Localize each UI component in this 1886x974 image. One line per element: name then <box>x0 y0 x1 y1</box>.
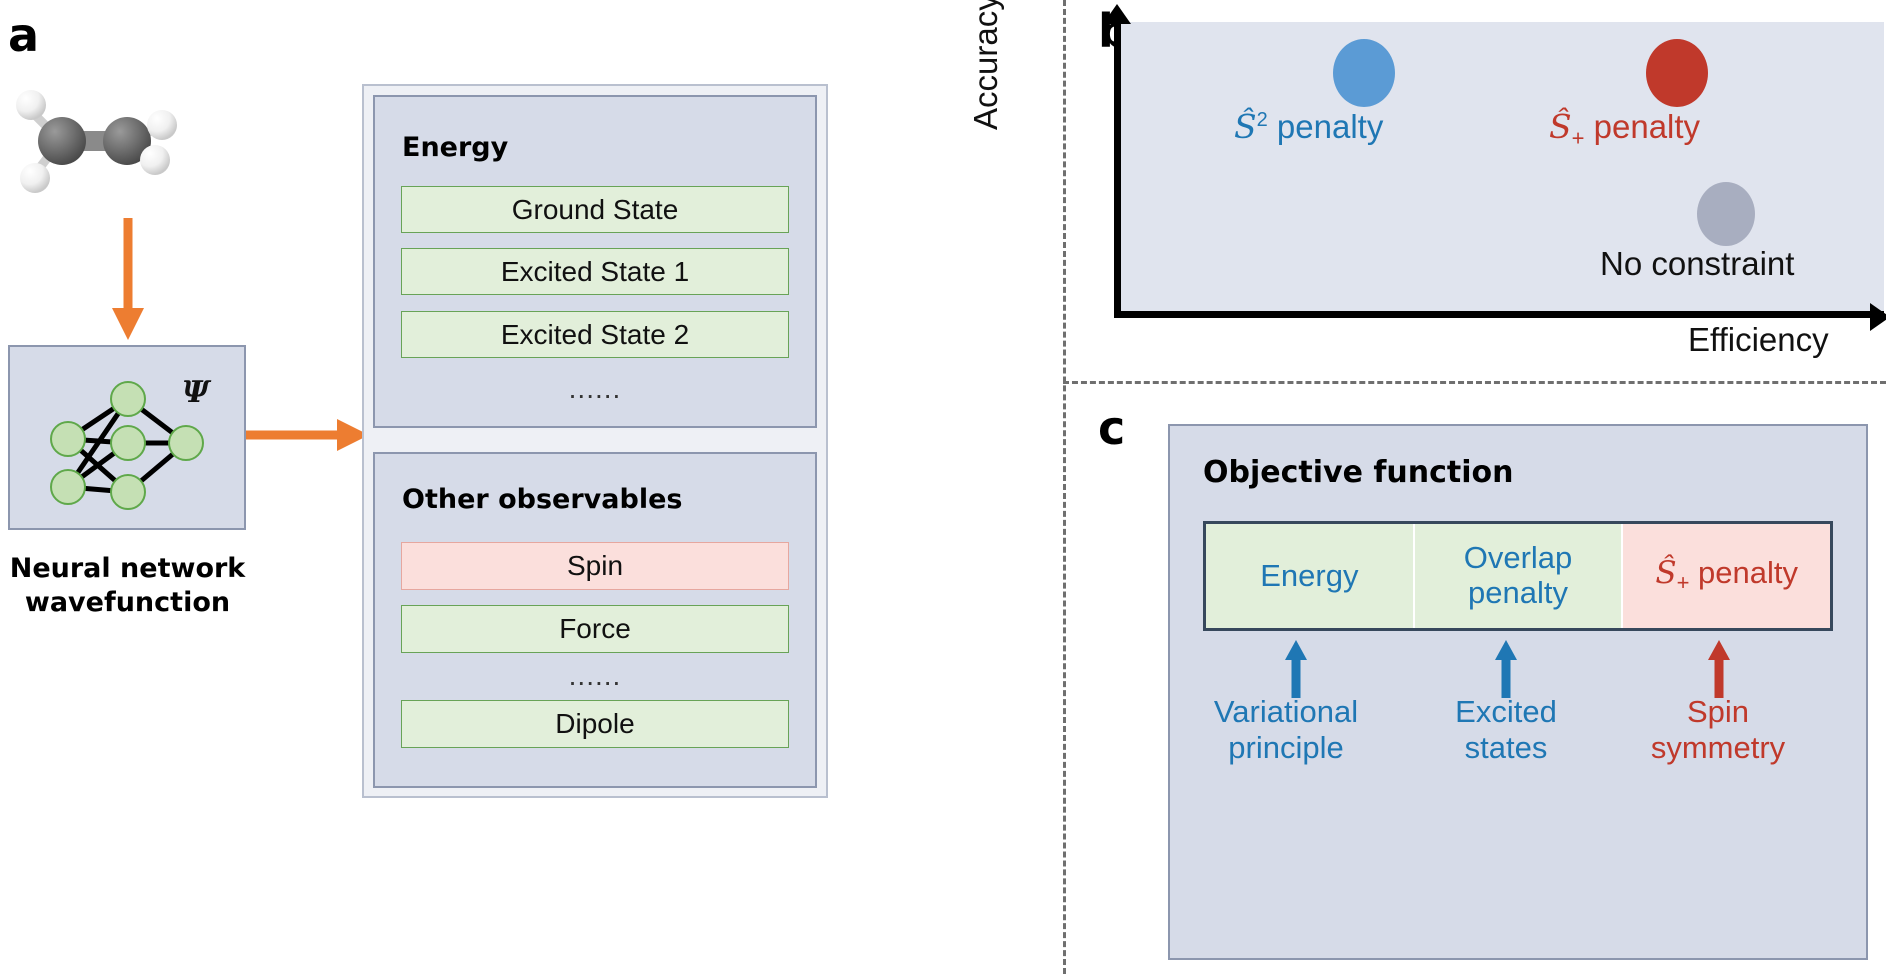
objective-function-card <box>1168 424 1868 960</box>
horizontal-divider <box>1063 381 1886 384</box>
objective-term-overlap-penalty[interactable]: Overlap penalty <box>1414 524 1622 628</box>
data-point-label-no-constraint: No constraint <box>1600 245 1795 282</box>
data-point-splus-penalty[interactable] <box>1646 39 1708 107</box>
footnote-variational-principle: Variational principle <box>1196 694 1376 765</box>
ethylene-molecule-icon <box>16 90 177 193</box>
x-axis-arrow-icon <box>1870 303 1886 331</box>
cell-divider <box>1412 524 1415 628</box>
neural-network-graph <box>50 381 204 510</box>
observable-item-force[interactable]: Force <box>401 605 789 653</box>
arrow-up-icon-variational <box>1285 640 1307 698</box>
accuracy-efficiency-plot-area <box>1116 22 1884 313</box>
footnote-line-2: symmetry <box>1650 729 1786 765</box>
energy-item-ground-state[interactable]: Ground State <box>401 186 789 233</box>
x-axis-label: Efficiency <box>1688 321 1829 358</box>
objective-term-splus-penalty[interactable]: Ŝ+ penalty <box>1623 524 1831 628</box>
panel-letter-c: c <box>1098 401 1126 455</box>
energy-group-title: Energy <box>402 132 509 163</box>
vertical-divider <box>1063 0 1066 974</box>
cell-divider <box>1621 524 1624 628</box>
data-point-no-constraint[interactable] <box>1697 182 1755 246</box>
y-axis-label: Accuracy <box>967 0 1004 130</box>
psi-label: Ψ <box>182 375 210 410</box>
footnote-excited-states: Excited states <box>1418 694 1594 765</box>
neural-network-box: Ψ <box>8 345 246 530</box>
footnote-line-2: states <box>1464 729 1548 765</box>
arrow-up-icon-spin <box>1708 640 1730 698</box>
footnote-line-1: Spin <box>1686 694 1750 729</box>
objective-function-title: Objective function <box>1203 455 1514 490</box>
arrow-down-icon <box>112 218 144 340</box>
panel-a: a <box>0 8 828 798</box>
y-axis <box>1114 18 1121 318</box>
data-point-s2-penalty[interactable] <box>1333 39 1395 107</box>
energy-group-ellipsis: ...... <box>568 373 622 404</box>
observable-item-dipole[interactable]: Dipole <box>401 700 789 748</box>
arrow-right-icon <box>246 419 369 451</box>
data-point-label-s2-penalty: Ŝ2 penalty <box>1234 107 1384 146</box>
caption-line-2: wavefunction <box>24 586 231 618</box>
footnote-line-1: Variational <box>1213 694 1359 729</box>
overlap-line-1: Overlap <box>1463 540 1573 576</box>
footnote-line-2: principle <box>1228 729 1344 765</box>
y-axis-arrow-icon <box>1103 4 1131 24</box>
overlap-line-2: penalty <box>1468 575 1568 610</box>
panel-letter-a: a <box>8 8 40 62</box>
data-point-label-splus-penalty: Ŝ+ penalty <box>1549 107 1701 151</box>
x-axis <box>1114 311 1884 318</box>
caption-line-1: Neural network <box>9 553 246 584</box>
observables-group-title: Other observables <box>402 484 683 515</box>
objective-term-energy[interactable]: Energy <box>1206 524 1413 628</box>
observable-item-spin[interactable]: Spin <box>401 542 789 590</box>
energy-item-excited-state-2[interactable]: Excited State 2 <box>401 311 789 358</box>
objective-terms-row: Energy Overlap penalty Ŝ+ penalty <box>1203 521 1833 631</box>
neural-network-caption: Neural network wavefunction <box>0 552 255 620</box>
arrow-up-icon-excited <box>1495 640 1517 698</box>
observables-group-ellipsis: ...... <box>568 660 622 691</box>
footnote-line-1: Excited <box>1455 694 1557 729</box>
footnote-spin-symmetry: Spin symmetry <box>1628 694 1808 765</box>
energy-item-excited-state-1[interactable]: Excited State 1 <box>401 248 789 295</box>
